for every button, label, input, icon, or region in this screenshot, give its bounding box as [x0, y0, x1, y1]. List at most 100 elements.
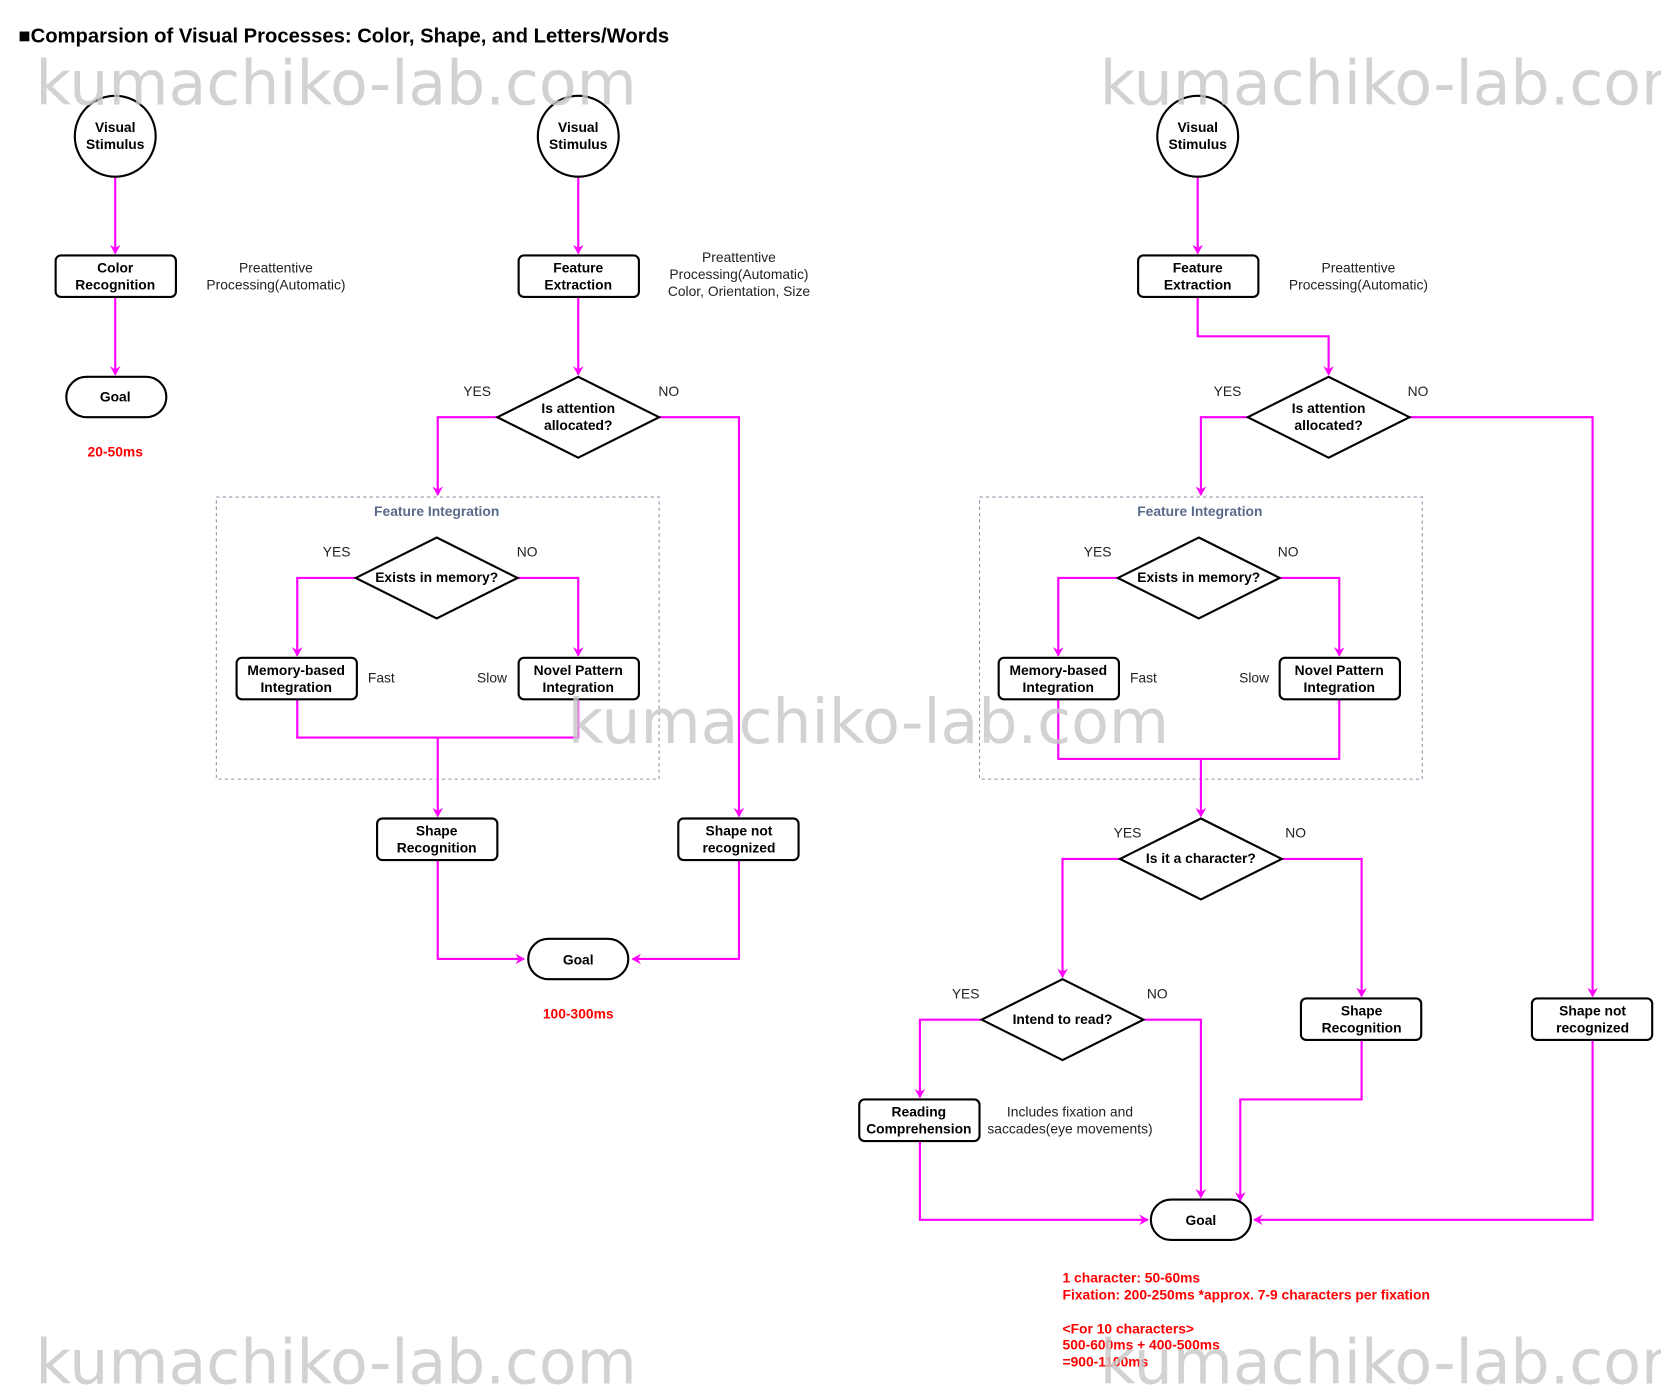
edge — [1143, 1018, 1207, 1199]
edge — [436, 860, 526, 965]
goal-node — [1149, 1198, 1252, 1242]
node-label: Recognition — [75, 277, 155, 293]
node-label: Stimulus — [86, 136, 145, 152]
edge — [1281, 857, 1367, 998]
preattentive-note: Preattentive — [239, 259, 313, 275]
preattentive-note: Preattentive — [1322, 259, 1396, 275]
node-label: allocated? — [1294, 417, 1362, 433]
node-label: Shape not — [706, 823, 773, 839]
yes-label: YES — [952, 985, 980, 1001]
node-label: Intend to read? — [1013, 1011, 1113, 1027]
edge — [1057, 857, 1121, 979]
fast-label: Fast — [1130, 669, 1157, 685]
shape-flow: Feature Integration Visual Stimulus Feat… — [215, 94, 811, 1022]
group-label: Feature Integration — [374, 503, 499, 519]
node-label: Is it a character? — [1146, 850, 1256, 866]
reading-note: Includes fixation and — [1007, 1104, 1133, 1120]
feature-extraction-node — [517, 254, 640, 299]
node-label: Feature — [553, 259, 603, 275]
edge — [659, 416, 745, 818]
slow-label: Slow — [477, 669, 508, 685]
edge — [1195, 416, 1248, 496]
color-flow: Visual Stimulus Color Recognition Preatt… — [54, 94, 346, 460]
preattentive-note: Preattentive — [702, 249, 776, 265]
node-label: Shape not — [1559, 1002, 1626, 1018]
edge — [1052, 576, 1118, 657]
yes-label: YES — [1214, 383, 1242, 399]
node-label: Exists in memory? — [1137, 569, 1260, 585]
read-decision — [979, 978, 1146, 1062]
shape-recognition-node — [376, 817, 499, 862]
feature-extraction-node — [1137, 254, 1260, 299]
time-label: 100-300ms — [543, 1006, 614, 1022]
node-label: Feature — [1173, 259, 1223, 275]
node-label: Goal — [1186, 1212, 1217, 1228]
group-label: Feature Integration — [1137, 503, 1262, 519]
time-label: Fixation: 200-250ms *approx. 7-9 charact… — [1063, 1287, 1430, 1303]
node-label: Goal — [100, 388, 131, 404]
novel-pattern-integration-node — [517, 656, 640, 701]
edge — [1057, 699, 1341, 760]
reading-comprehension-node — [858, 1098, 981, 1143]
watermark: kumachiko-lab.com — [35, 1327, 636, 1389]
preattentive-note: Processing(Automatic) — [1289, 277, 1428, 293]
time-label: 1 character: 50-60ms — [1063, 1270, 1201, 1286]
node-label: recognized — [702, 840, 775, 856]
fast-label: Fast — [368, 669, 395, 685]
edge — [1253, 1039, 1594, 1226]
yes-label: YES — [463, 383, 491, 399]
node-label: Exists in memory? — [375, 569, 498, 585]
attention-decision — [494, 375, 662, 459]
preattentive-note: Processing(Automatic) — [669, 266, 808, 282]
letter-flow: Feature Integration Visual Stimulus Feat… — [858, 94, 1654, 1370]
node-label: Integration — [1023, 679, 1094, 695]
preattentive-note: Processing(Automatic) — [206, 277, 345, 293]
memory-decision — [1115, 536, 1283, 620]
character-decision — [1117, 817, 1285, 901]
time-label: =900-1100ms — [1063, 1354, 1149, 1370]
node-label: Extraction — [544, 277, 612, 293]
watermark: kumachiko-lab.com — [1100, 1327, 1661, 1389]
node-label: Is attention — [541, 400, 615, 416]
node-label: Stimulus — [1169, 136, 1228, 152]
node-label: Memory-based — [1009, 662, 1107, 678]
preattentive-note: Color, Orientation, Size — [668, 283, 811, 299]
memory-based-integration-node — [997, 656, 1121, 701]
node-label: Integration — [1304, 679, 1375, 695]
watermark: kumachiko-lab.com — [35, 47, 636, 119]
node-label: Extraction — [1164, 277, 1232, 293]
node-label: Integration — [543, 679, 614, 695]
node-label: Visual — [558, 119, 599, 135]
node-label: Integration — [260, 679, 331, 695]
edge — [914, 1018, 982, 1099]
no-label: NO — [1147, 985, 1168, 1001]
shape-not-recognized-node — [1530, 997, 1654, 1041]
watermark: kumachiko-lab.com — [1100, 47, 1661, 119]
no-label: NO — [517, 544, 538, 560]
node-label: Reading — [892, 1104, 947, 1120]
no-label: NO — [1285, 825, 1306, 841]
no-label: NO — [1278, 544, 1299, 560]
no-label: NO — [1408, 383, 1429, 399]
edge — [1409, 416, 1598, 998]
novel-pattern-integration-node — [1278, 656, 1402, 701]
edge — [517, 576, 584, 657]
memory-decision — [353, 536, 520, 620]
node-label: Recognition — [1322, 1019, 1402, 1035]
color-recognition-node — [54, 254, 177, 299]
no-label: NO — [658, 383, 679, 399]
node-label: Shape — [1341, 1002, 1383, 1018]
edge — [296, 699, 580, 739]
node-label: Stimulus — [549, 136, 608, 152]
edge — [918, 1141, 1149, 1226]
memory-based-integration-node — [235, 656, 358, 701]
edge — [432, 416, 498, 496]
edge — [291, 576, 356, 657]
node-label: Is attention — [1292, 400, 1366, 416]
shape-recognition-node — [1299, 997, 1423, 1041]
node-label: Novel Pattern — [1295, 662, 1384, 678]
edge — [1279, 576, 1345, 657]
node-label: Shape — [416, 823, 458, 839]
visual-stimulus-node — [536, 94, 620, 178]
